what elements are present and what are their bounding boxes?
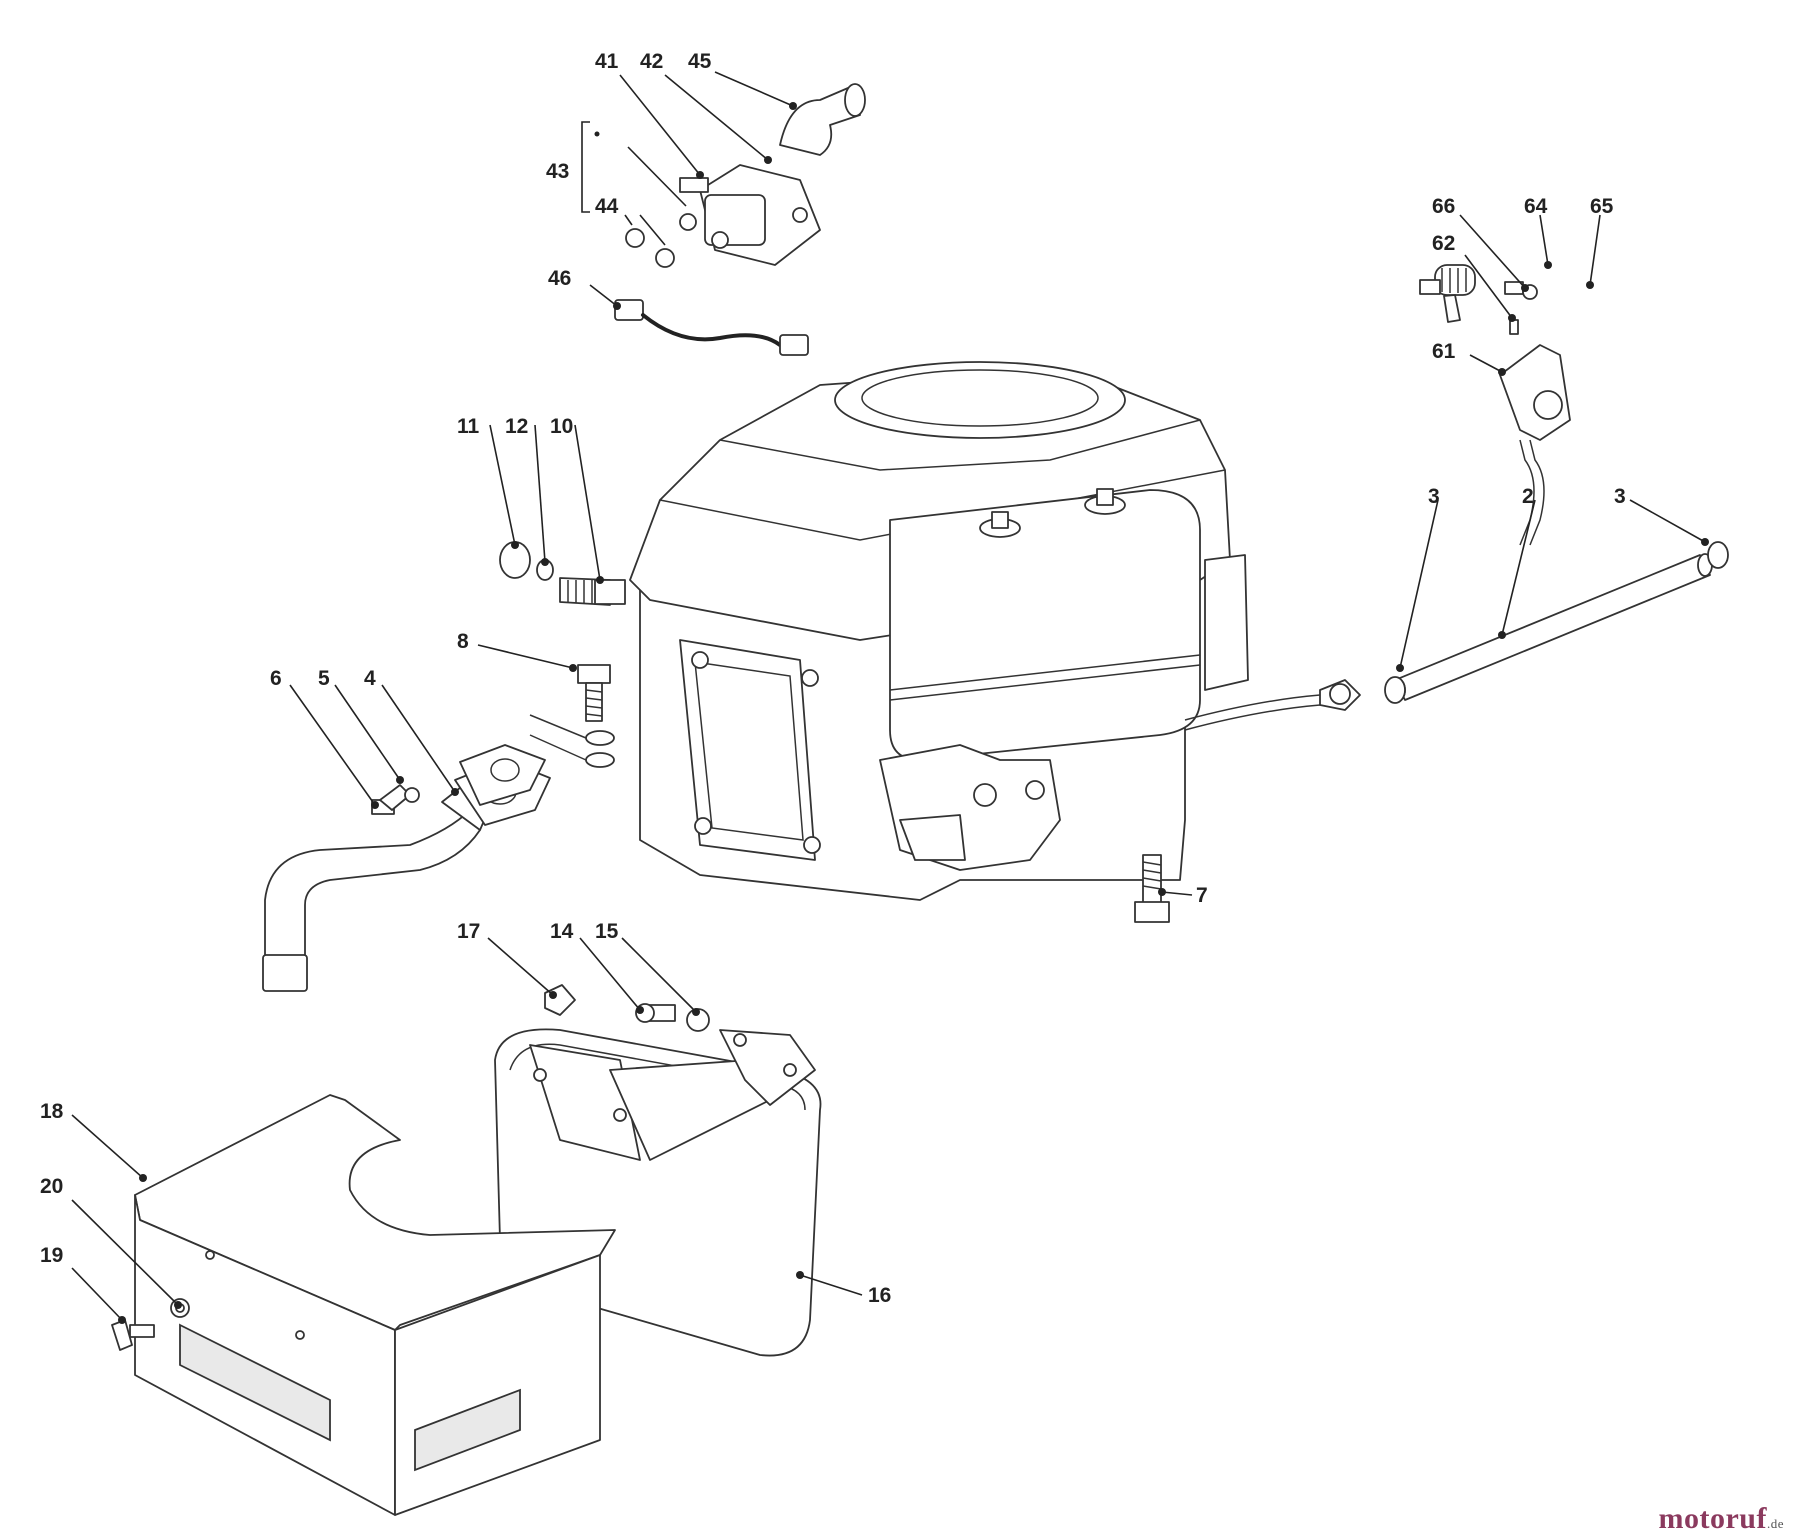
callout-46: 46 bbox=[548, 267, 571, 290]
callout-62: 62 bbox=[1432, 232, 1455, 255]
callout-3b: 3 bbox=[1614, 485, 1626, 508]
callout-3a: 3 bbox=[1428, 485, 1440, 508]
callout-41: 41 bbox=[595, 50, 619, 73]
fuel-line bbox=[1319, 541, 1729, 711]
callout-12: 12 bbox=[505, 415, 528, 438]
callout-labels: 41 42 45 43 44 46 66 64 65 62 61 11 12 1… bbox=[40, 50, 1626, 1307]
callout-4: 4 bbox=[364, 667, 376, 690]
engine bbox=[629, 361, 1321, 901]
leader-lines bbox=[71, 71, 1709, 1324]
callout-11: 11 bbox=[457, 415, 480, 438]
callout-44: 44 bbox=[595, 195, 619, 218]
callout-19: 19 bbox=[40, 1244, 63, 1267]
callout-17: 17 bbox=[457, 920, 480, 943]
bolt-washers bbox=[529, 664, 615, 768]
callout-14: 14 bbox=[550, 920, 574, 943]
callout-2: 2 bbox=[1522, 485, 1534, 508]
callout-15: 15 bbox=[595, 920, 619, 943]
callout-6: 6 bbox=[270, 667, 282, 690]
callout-64: 64 bbox=[1524, 195, 1548, 218]
callout-8: 8 bbox=[457, 630, 469, 653]
callout-16: 16 bbox=[868, 1284, 891, 1307]
starter-solenoid bbox=[614, 83, 866, 356]
callout-66: 66 bbox=[1432, 195, 1455, 218]
callout-42: 42 bbox=[640, 50, 663, 73]
callout-43: 43 bbox=[546, 160, 569, 183]
callout-65: 65 bbox=[1590, 195, 1614, 218]
throttle-control bbox=[1419, 264, 1571, 546]
stud-nut-washer bbox=[499, 541, 626, 606]
callout-20: 20 bbox=[40, 1175, 63, 1198]
callout-7: 7 bbox=[1196, 884, 1208, 907]
watermark-logo: motoruf.de bbox=[1658, 1502, 1784, 1535]
callout-5: 5 bbox=[318, 667, 330, 690]
bolt-7 bbox=[1134, 854, 1170, 923]
callout-18: 18 bbox=[40, 1100, 64, 1123]
callout-61: 61 bbox=[1432, 340, 1456, 363]
callout-10: 10 bbox=[550, 415, 573, 438]
callout-45: 45 bbox=[688, 50, 712, 73]
